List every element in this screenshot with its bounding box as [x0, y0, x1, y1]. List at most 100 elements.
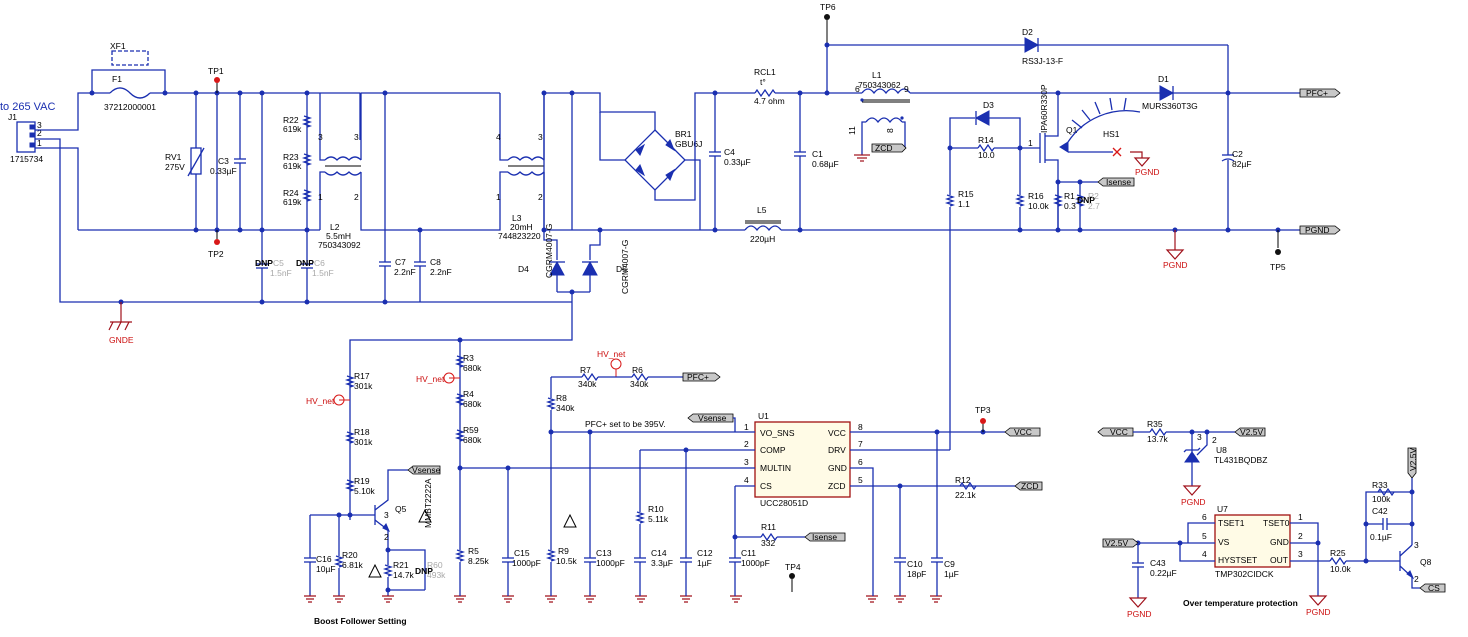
- svg-text:R24: R24: [283, 188, 299, 198]
- svg-text:R60: R60: [427, 560, 443, 570]
- svg-text:1µF: 1µF: [697, 558, 712, 568]
- svg-text:UCC28051D: UCC28051D: [760, 498, 808, 508]
- svg-text:5: 5: [1202, 531, 1207, 541]
- svg-text:R59: R59: [463, 425, 479, 435]
- capacitor-c8: C8 2.2nF: [414, 230, 452, 302]
- svg-text:C10: C10: [907, 559, 923, 569]
- fuse-f1: XF1 F1 37212000001: [91, 41, 166, 112]
- otp-caption: Over temperature protection: [1183, 598, 1298, 608]
- svg-text:TP2: TP2: [208, 249, 224, 259]
- svg-text:C5: C5: [273, 258, 284, 268]
- shunt-regulator-u8: U8 TL431BQDBZ 3 2: [1183, 432, 1267, 486]
- svg-text:C12: C12: [697, 548, 713, 558]
- v25-tag-left: V2.5V: [1102, 538, 1139, 548]
- svg-text:2.2nF: 2.2nF: [394, 267, 416, 277]
- svg-text:R18: R18: [354, 427, 370, 437]
- test-point-tp2: TP2: [208, 230, 224, 259]
- svg-text:C2: C2: [1232, 149, 1243, 159]
- svg-text:R22: R22: [283, 115, 299, 125]
- svg-text:DNP: DNP: [255, 258, 273, 268]
- diode-d2: D2 RS3J-13-F: [827, 27, 1229, 93]
- isense-tag-top: Isense: [1097, 177, 1135, 187]
- svg-text:750343062: 750343062: [858, 80, 901, 90]
- svg-text:3: 3: [538, 132, 543, 142]
- zcd-tag-l1: ZCD: [871, 143, 907, 153]
- svg-text:R6: R6: [632, 365, 643, 375]
- capacitor-c14: C14 3.3µF: [634, 524, 673, 596]
- vcc-tag-otp: VCC: [1097, 427, 1134, 437]
- svg-text:3.3µF: 3.3µF: [651, 558, 673, 568]
- svg-text:3: 3: [744, 457, 749, 467]
- svg-text:HYSTSET: HYSTSET: [1218, 555, 1257, 565]
- svg-text:1: 1: [1028, 138, 1033, 148]
- svg-text:10.5k: 10.5k: [556, 556, 578, 566]
- svg-text:V2.5V: V2.5V: [1105, 538, 1128, 548]
- inductor-l2: 3 3 1 2 L2 5.5mH 750343092: [318, 92, 420, 250]
- capacitor-c3: C3 0.33µF: [210, 93, 246, 230]
- svg-text:t°: t°: [760, 77, 766, 87]
- pgnd-u7: PGND: [1306, 595, 1331, 617]
- svg-text:2.7: 2.7: [1088, 201, 1100, 211]
- svg-text:18pF: 18pF: [907, 569, 926, 579]
- svg-text:1.1: 1.1: [958, 199, 970, 209]
- svg-text:0.3: 0.3: [1064, 201, 1076, 211]
- capacitor-c9: C9 1µF: [931, 432, 959, 596]
- svg-text:2: 2: [384, 532, 389, 542]
- svg-text:1: 1: [744, 422, 749, 432]
- diode-d3: D3: [949, 100, 1021, 148]
- earth-ground-gnde: GNDE: [108, 302, 134, 345]
- svg-text:2: 2: [37, 128, 42, 138]
- svg-text:22.1k: 22.1k: [955, 490, 977, 500]
- resistor-r23: R23 619k: [283, 152, 313, 171]
- svg-text:R9: R9: [558, 546, 569, 556]
- svg-text:R21: R21: [393, 560, 409, 570]
- svg-text:R14: R14: [978, 135, 994, 145]
- svg-text:D2: D2: [1022, 27, 1033, 37]
- transistor-q5: Q5 MMBT2222A 3 2: [374, 469, 433, 545]
- svg-text:MULTIN: MULTIN: [760, 463, 791, 473]
- svg-text:PGND: PGND: [1306, 607, 1331, 617]
- svg-text:L3: L3: [512, 213, 522, 223]
- svg-text:RCL1: RCL1: [754, 67, 776, 77]
- svg-text:6: 6: [1202, 512, 1207, 522]
- resistor-r20: R20 6.81k: [333, 515, 364, 596]
- svg-text:R1: R1: [1064, 191, 1075, 201]
- resistor-r35: R35 13.7k: [1133, 419, 1235, 444]
- svg-text:TP3: TP3: [975, 405, 991, 415]
- mosfet-q1: Q1 IPA60R330P: [1039, 84, 1078, 230]
- svg-text:GBU6J: GBU6J: [675, 139, 702, 149]
- svg-text:V2.5V: V2.5V: [1408, 448, 1418, 471]
- capacitor-c43: C43 0.22µF: [1132, 543, 1177, 598]
- svg-text:Q1: Q1: [1066, 125, 1078, 135]
- thermistor-rcl1: RCL1 t° 4.7 ohm: [715, 67, 825, 106]
- svg-text:TL431BQDBZ: TL431BQDBZ: [1214, 455, 1267, 465]
- svg-text:U7: U7: [1217, 504, 1228, 514]
- svg-text:4.7 ohm: 4.7 ohm: [754, 96, 785, 106]
- svg-text:493k: 493k: [427, 570, 446, 580]
- ic-u1: U1 VO_SNS COMP MULTIN CS VCC DRV GND ZCD…: [744, 411, 863, 508]
- svg-text:DNP: DNP: [415, 566, 433, 576]
- svg-text:C3: C3: [218, 156, 229, 166]
- svg-text:C42: C42: [1372, 506, 1388, 516]
- svg-text:0.33µF: 0.33µF: [210, 166, 237, 176]
- svg-text:J1: J1: [8, 112, 17, 122]
- svg-text:6: 6: [855, 84, 860, 94]
- svg-text:TSET0: TSET0: [1263, 518, 1290, 528]
- svg-text:DNP: DNP: [296, 258, 314, 268]
- svg-text:7: 7: [858, 439, 863, 449]
- svg-text:TP6: TP6: [820, 2, 836, 12]
- resistor-r59: R59 680k: [454, 425, 482, 445]
- resistor-r3: R3 680k: [454, 353, 482, 373]
- svg-text:GND: GND: [828, 463, 847, 473]
- svg-text:C8: C8: [430, 257, 441, 267]
- capacitor-c13: C13 1000pF: [584, 432, 625, 596]
- svg-text:R2: R2: [1088, 191, 1099, 201]
- svg-text:Q5: Q5: [395, 504, 407, 514]
- svg-text:VCC: VCC: [828, 428, 846, 438]
- zcd-tag-u1: ZCD: [1014, 481, 1043, 491]
- test-point-tp1: TP1: [208, 66, 224, 93]
- svg-text:C9: C9: [944, 559, 955, 569]
- svg-text:4: 4: [496, 132, 501, 142]
- resistor-r19: R19 5.10k: [344, 476, 376, 496]
- svg-text:XF1: XF1: [110, 41, 126, 51]
